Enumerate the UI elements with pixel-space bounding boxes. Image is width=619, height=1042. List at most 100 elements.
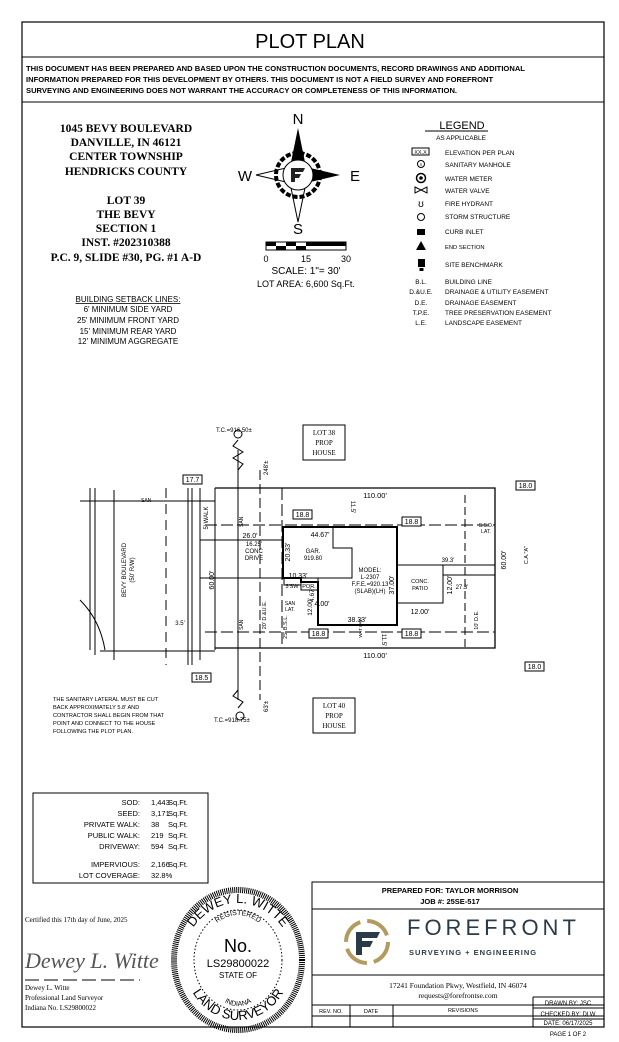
due-label: 20' D.&U.E. — [262, 600, 268, 629]
dim-porch-d: 4.00' — [315, 601, 330, 608]
elev-label: 18.8 — [296, 512, 310, 519]
water-meter-icon — [415, 172, 427, 184]
legend-label: DRAINAGE EASEMENT — [445, 300, 517, 307]
elev-label: 18.8 — [312, 631, 326, 638]
dist-bottom: 63'± — [264, 700, 270, 712]
setback-block: BUILDING SETBACK LINES: 6' MINIMUM SIDE … — [76, 295, 181, 346]
surveyor-title: Professional Land Surveyor — [25, 994, 104, 1002]
dim-curb: 3.5' — [175, 621, 185, 627]
setback-header: BUILDING SETBACK LINES: — [76, 295, 181, 304]
area-value: 3,171 — [151, 809, 170, 818]
legend-label: SITE BENCHMARK — [445, 262, 503, 269]
company-email: requests@forefrontse.com — [418, 991, 497, 1000]
area-value: 1,443 — [151, 798, 170, 807]
lot-area: LOT AREA: 6,600 Sq.Ft. — [257, 279, 355, 289]
water-valve-icon — [414, 186, 428, 194]
svg-text:S: S — [420, 162, 423, 167]
garage-label: 919.80 — [304, 556, 323, 562]
dim-house-right: 37.00' — [389, 576, 396, 595]
dim-side-bottom: 11.5' — [380, 634, 386, 646]
lot40-label: LOT 40 — [323, 702, 346, 710]
dist-top: 248'± — [264, 460, 270, 475]
san-label: SAN — [239, 619, 245, 630]
curb-inlet-icon — [417, 229, 425, 235]
svg-text:REGISTERED: REGISTERED — [214, 910, 262, 925]
forefront-logo-icon — [344, 919, 390, 965]
setback-line: 15' MINIMUM REAR YARD — [80, 327, 177, 336]
legend-symbol: L.E. — [415, 320, 427, 327]
elev-label: 17.7 — [186, 477, 200, 484]
area-label: SOD: — [122, 798, 140, 807]
compass-w: W — [238, 168, 253, 185]
model-label: F.F.E.=920.13 — [352, 582, 390, 588]
note-line: BACK APPROXIMATELY 5.8' AND — [53, 705, 139, 711]
dim-rear-top: 39.3' — [442, 558, 455, 564]
seal-state-of: STATE OF — [219, 971, 257, 980]
compass-n: N — [293, 111, 304, 128]
legend-label: DRAINAGE & UTILITY EASEMENT — [445, 289, 549, 296]
legend-symbol: XX.X — [414, 150, 427, 156]
drive-label: DRIVE — [245, 556, 263, 562]
dim-top: 110.00' — [363, 491, 387, 500]
area-label: IMPERVIOUS: — [91, 860, 140, 869]
legend-label: SANITARY MANHOLE — [445, 162, 511, 169]
seal-number: LS29800022 — [207, 958, 269, 970]
drive-label: CONC — [245, 549, 263, 555]
lot-line: INST. #202310388 — [81, 237, 170, 249]
legend-title: LEGEND — [439, 120, 484, 132]
area-value: 2,166 — [151, 860, 170, 869]
sanitary-manhole-icon: S — [417, 160, 425, 168]
sanitary-note: THE SANITARY LATERAL MUST BE CUT BACK AP… — [53, 697, 165, 735]
address-line: CENTER TOWNSHIP — [69, 151, 183, 163]
elev-label: 18.0 — [519, 483, 533, 490]
wat-lat-label: WAT LAT. — [358, 618, 363, 637]
elev-label: 18.0 — [528, 664, 542, 671]
note-line: FOLLOWING THE PLOT PLAN. — [53, 729, 133, 735]
scale-tick: 30 — [341, 254, 351, 264]
model-label: MODEL: — [358, 568, 381, 574]
disclaimer-line: THIS DOCUMENT HAS BEEN PREPARED AND BASE… — [26, 64, 525, 73]
dim-porch-h: 4.67' — [309, 588, 316, 602]
drawn-by: DRAWN BY: JSC — [545, 1001, 592, 1007]
area-label: PRIVATE WALK: — [84, 820, 140, 829]
dim-porch-w: 10.33' — [289, 573, 308, 580]
lot-line: THE BEVY — [96, 209, 156, 221]
lot-line: SECTION 1 — [96, 223, 157, 235]
site-benchmark-icon — [418, 259, 425, 271]
title-block — [311, 881, 605, 1028]
legend-symbol: T.P.E. — [413, 310, 430, 317]
drawing-date: DATE: 06/17/2025 — [544, 1021, 594, 1027]
legend-label: STORM STRUCTURE — [445, 214, 511, 221]
area-unit: Sq.Ft. — [168, 798, 188, 807]
lot40-label: HOUSE — [322, 722, 345, 730]
scale-label: SCALE: 1"= 30' — [271, 266, 340, 277]
rev-header: REV. NO. — [319, 1009, 343, 1015]
walk-label: 5' WALK — [204, 507, 210, 530]
end-section-icon — [416, 241, 426, 250]
seal-no: No. — [224, 936, 252, 956]
lot-line: LOT 39 — [107, 195, 146, 207]
scale-tick: 15 — [301, 254, 311, 264]
storm-structure-icon — [417, 213, 425, 221]
legend-label: TREE PRESERVATION EASEMENT — [445, 310, 552, 317]
address-line: DANVILLE, IN 46121 — [71, 137, 182, 149]
area-value: 32.8% — [151, 871, 173, 880]
scale-bar: 0 15 30 SCALE: 1"= 30' LOT AREA: 6,600 S… — [257, 241, 355, 289]
elev-label: 18.5 — [195, 675, 209, 682]
legend-label: WATER VALVE — [445, 188, 490, 195]
checked-by: CHECKED BY: DLW — [541, 1012, 596, 1018]
road-row: (50' R/W) — [130, 557, 136, 582]
certified-text: Certified this 17th day of June, 2025 — [25, 916, 128, 924]
road-name: BEVY BOULEVARD — [122, 542, 128, 597]
legend-label: CURB INLET — [445, 229, 484, 236]
lot38-label: HOUSE — [312, 449, 335, 457]
surveyor-seal: DEWEY L. WITTE LAND SURVEYOR REGISTERED … — [171, 887, 305, 1033]
area-unit: Sq.Ft. — [168, 842, 188, 851]
san-lat-label: SAN — [285, 601, 296, 607]
setback-line: 6' MINIMUM SIDE YARD — [84, 305, 173, 314]
legend-label: WATER METER — [445, 176, 493, 183]
setback-line: 25' MINIMUM FRONT YARD — [77, 316, 179, 325]
model-label: (SLAB)(LH) — [354, 589, 385, 595]
